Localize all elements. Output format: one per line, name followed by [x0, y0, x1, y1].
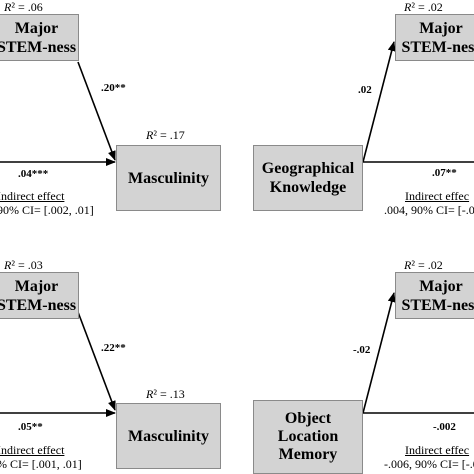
bl-path-a: .22** [101, 342, 126, 354]
tr-predictor-line-1: Geographical [261, 160, 355, 177]
br-path-c: -.002 [433, 421, 456, 433]
bl-indirect-label: Indirect effect [0, 443, 65, 457]
tl-indirect-label: Indirect effect [0, 189, 65, 203]
tr-major-line-1: Major [419, 19, 463, 37]
tl-r2-major: R² = .06 [4, 0, 43, 14]
arrow-tl-a [77, 61, 116, 161]
tr-predictor-box: Geographical Knowledge [253, 145, 363, 211]
tl-major-box: Major STEM-ness [0, 14, 79, 61]
br-major-line-1: Major [419, 277, 463, 295]
tl-r2-outcome: R² = .17 [146, 128, 185, 142]
br-predictor-line-1: Object [284, 410, 332, 427]
bl-outcome-label: Masculinity [128, 427, 209, 445]
bl-indirect-value: % CI= [.001, .01] [0, 457, 82, 471]
bl-major-line-2: STEM-ness [0, 296, 77, 314]
br-major-line-2: STEM-ness [401, 296, 474, 314]
tl-outcome-box: Masculinity [116, 145, 221, 211]
arrow-tr-a [362, 41, 396, 163]
tr-indirect-label: Indirect effec [405, 189, 470, 203]
tl-major-line-1: Major [14, 19, 59, 37]
tr-path-a: .02 [358, 84, 372, 96]
br-indirect-value: -.006, 90% CI= [-.0 [384, 457, 474, 471]
tr-r2-major: R² = .02 [404, 0, 443, 14]
tr-indirect-value: .004, 90% CI= [-.0 [384, 203, 474, 217]
tr-major-box: Major STEM-ness [395, 14, 474, 61]
tl-path-c: .04*** [18, 168, 49, 180]
bl-path-c: .05** [18, 421, 43, 433]
tl-indirect-value: 90% CI= [.002, .01] [0, 203, 94, 217]
br-indirect-label: Indirect effec [405, 443, 470, 457]
bl-major-line-1: Major [14, 277, 59, 295]
arrow-bl-a [77, 311, 116, 411]
arrow-br-a [362, 292, 396, 414]
br-path-a: -.02 [353, 344, 371, 356]
tl-major-line-2: STEM-ness [0, 38, 77, 56]
bl-outcome-box: Masculinity [116, 403, 221, 469]
tr-predictor-line-2: Knowledge [269, 179, 347, 196]
tl-path-a: .20** [101, 82, 126, 94]
br-predictor-line-2: Location [277, 428, 339, 445]
bl-r2-outcome: R² = .13 [146, 387, 185, 401]
br-predictor-line-3: Memory [278, 446, 338, 463]
br-major-box: Major STEM-ness [395, 272, 474, 319]
tr-path-c: .07** [432, 167, 457, 179]
tl-outcome-label: Masculinity [128, 169, 209, 187]
br-predictor-box: Object Location Memory [253, 400, 363, 474]
bl-r2-major: R² = .03 [4, 258, 43, 272]
br-r2-major: R² = .02 [404, 258, 443, 272]
bl-major-box: Major STEM-ness [0, 272, 79, 319]
tr-major-line-2: STEM-ness [401, 38, 474, 56]
